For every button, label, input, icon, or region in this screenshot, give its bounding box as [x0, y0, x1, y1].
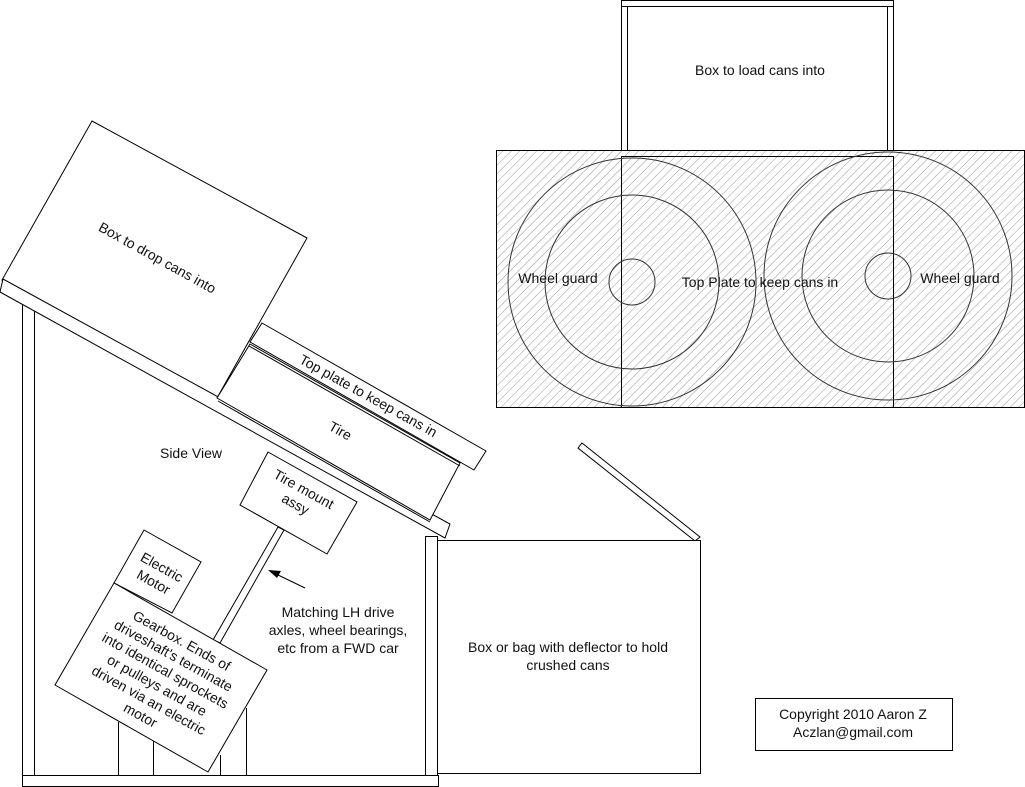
side-view-title: Side View — [160, 445, 223, 461]
crushed-box-label-line1: Box or bag with deflector to hold — [468, 639, 668, 655]
copyright-box: Copyright 2010 Aaron Z Aczlan@gmail.com — [755, 698, 953, 751]
svg-text:Aczlan@gmail.com: Aczlan@gmail.com — [793, 724, 913, 740]
arrow-icon — [268, 570, 306, 589]
crushed-box-label-line2: crushed cans — [526, 657, 609, 673]
deflector — [577, 442, 701, 542]
tire — [216, 343, 461, 521]
tire-mount — [239, 451, 358, 555]
top-plate — [249, 322, 487, 471]
gearbox — [54, 582, 268, 773]
svg-text:Matching LH drive: Matching LH drive — [282, 604, 395, 620]
load-box: Box to load cans into — [621, 0, 894, 151]
svg-text:etc from a FWD car: etc from a FWD car — [277, 640, 399, 656]
frame — [22, 302, 439, 787]
left-wheel — [507, 157, 757, 407]
svg-text:Copyright 2010 Aaron Z: Copyright 2010 Aaron Z — [779, 706, 927, 722]
right-wheel-guard-label: Wheel guard — [920, 270, 999, 286]
right-wheel — [763, 151, 1013, 401]
left-wheel-guard-label: Wheel guard — [518, 270, 597, 286]
top-plate-label: Top Plate to keep cans in — [682, 274, 838, 290]
svg-text:axles, wheel bearings,: axles, wheel bearings, — [269, 622, 408, 638]
axle-note: Matching LH drive axles, wheel bearings,… — [269, 604, 408, 656]
crushed-can-box — [437, 540, 701, 774]
load-box-label: Box to load cans into — [695, 62, 825, 78]
wheel-guard-assembly: Wheel guard Top Plate to keep cans in Wh… — [496, 150, 1025, 408]
electric-motor — [113, 529, 202, 614]
top-view: Box to load cans into Wheel guard Top Pl… — [496, 0, 1025, 408]
